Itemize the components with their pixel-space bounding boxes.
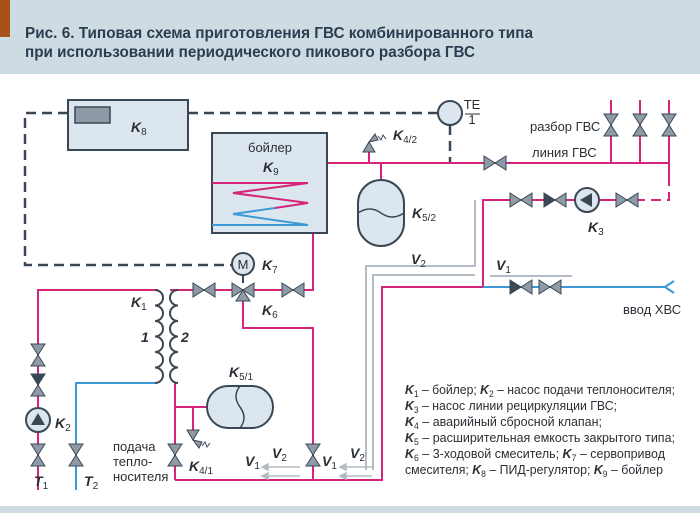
pump-arrow-icon — [580, 193, 592, 207]
liniya-gvs-label: линия ГВС — [532, 145, 597, 160]
k7-label: K7 — [262, 257, 278, 276]
podacha-label-1: подача — [113, 439, 156, 454]
t2-label: T2 — [84, 473, 99, 492]
vvod-hvs-label: ввод ХВС — [623, 302, 681, 317]
k4-2-label: K4/2 — [393, 127, 417, 146]
v2-label-bottom-left: V2 — [272, 445, 287, 464]
control-line-k8-motor — [23, 111, 232, 267]
te-number: 1 — [468, 112, 475, 127]
boiler-valve-2[interactable] — [281, 282, 305, 298]
primary-valve-1[interactable] — [30, 343, 46, 367]
legend-line: K6 – 3-ходовой смеситель; K7 – сервоприв… — [405, 446, 665, 463]
te-label: TE — [464, 97, 481, 112]
v2-label-bottom-right: V2 — [350, 445, 365, 464]
t1-label: T1 — [34, 473, 49, 492]
boiler-supply — [170, 233, 314, 291]
boiler-valve-1[interactable] — [192, 282, 216, 298]
k2-label: K2 — [55, 415, 71, 434]
boiler-label: бойлер — [248, 140, 292, 155]
k2-circulation-pump[interactable] — [25, 407, 51, 433]
v1-valve[interactable] — [305, 443, 321, 467]
header-band — [0, 0, 700, 74]
k5-2-label: K5/2 — [412, 205, 436, 224]
primary-coil — [154, 289, 164, 384]
flow-arrows — [260, 462, 372, 481]
legend-line: K1 – бойлер; K2 – насос подачи теплоноси… — [405, 382, 675, 399]
k3-recirculation-pump[interactable] — [574, 187, 600, 213]
motor-m-label: M — [238, 257, 249, 272]
recirc-valve-1[interactable] — [509, 192, 533, 208]
coil-2-label: 2 — [180, 329, 189, 345]
coil-1-label: 1 — [141, 329, 149, 345]
k1-label: K1 — [131, 294, 147, 313]
v2-line-inner — [372, 274, 475, 470]
boiler-coil-cold — [212, 207, 309, 226]
legend-line: K4 – аварийный сбросной клапан; — [405, 414, 602, 431]
recirculation-line — [175, 199, 638, 481]
legend-line: смесителя; K8 – ПИД-регулятор; K9 – бойл… — [405, 462, 663, 479]
podacha-label-3: носителя — [113, 469, 168, 484]
k5-1-label: K5/1 — [229, 364, 253, 383]
k3-label: K3 — [588, 219, 604, 238]
supply-valve[interactable] — [167, 443, 183, 467]
pump-arrow-icon — [31, 413, 45, 425]
v1-label-top: V1 — [496, 257, 511, 276]
v2-line-outer — [365, 200, 476, 470]
recirc-check-valve[interactable] — [543, 192, 567, 208]
legend-line: K5 – расширительная емкость закрытого ти… — [405, 430, 675, 447]
footer-band — [0, 506, 700, 513]
v1-label-bottom-right: V1 — [322, 453, 337, 472]
razbor-gvs-label: разбор ГВС — [530, 119, 600, 134]
cold-inlet-valve[interactable] — [538, 279, 562, 295]
k4-2-safety-valve — [362, 133, 387, 153]
recirc-dashed — [638, 176, 670, 201]
primary-valve-t2[interactable] — [68, 443, 84, 467]
temperature-sensor — [437, 100, 463, 126]
secondary-coil — [169, 289, 179, 384]
legend-line: K3 – насос линии рециркуляции ГВС; — [405, 398, 617, 415]
v2-label-top: V2 — [411, 251, 426, 270]
k6-three-way-mixing-valve[interactable] — [231, 282, 255, 302]
podacha-label-2: тепло- — [113, 454, 152, 469]
recirc-valve-2[interactable] — [615, 192, 639, 208]
k4-1-label: K4/1 — [189, 458, 213, 477]
controller-display — [74, 106, 111, 124]
v1-label-bottom-left: V1 — [245, 453, 260, 472]
primary-check-valve[interactable] — [30, 373, 46, 397]
primary-valve-t1[interactable] — [30, 443, 46, 467]
tap-valve-1[interactable] — [603, 113, 619, 137]
valves — [25, 113, 677, 467]
tap-valve-3[interactable] — [661, 113, 677, 137]
tap-valve-2[interactable] — [632, 113, 648, 137]
cold-check-valve[interactable] — [509, 279, 533, 295]
k1-heat-exchanger — [154, 289, 179, 384]
figure-title-line1: Рис. 6. Типовая схема приготовления ГВС … — [25, 25, 533, 42]
figure-title-line2: при использовании периодического пиковог… — [25, 44, 475, 61]
k6-label: K6 — [262, 302, 278, 321]
boiler-coil-hot — [212, 182, 309, 209]
hot-line-valve[interactable] — [483, 155, 507, 171]
k4-1-safety-valve — [186, 429, 211, 449]
header-accent — [0, 0, 10, 37]
